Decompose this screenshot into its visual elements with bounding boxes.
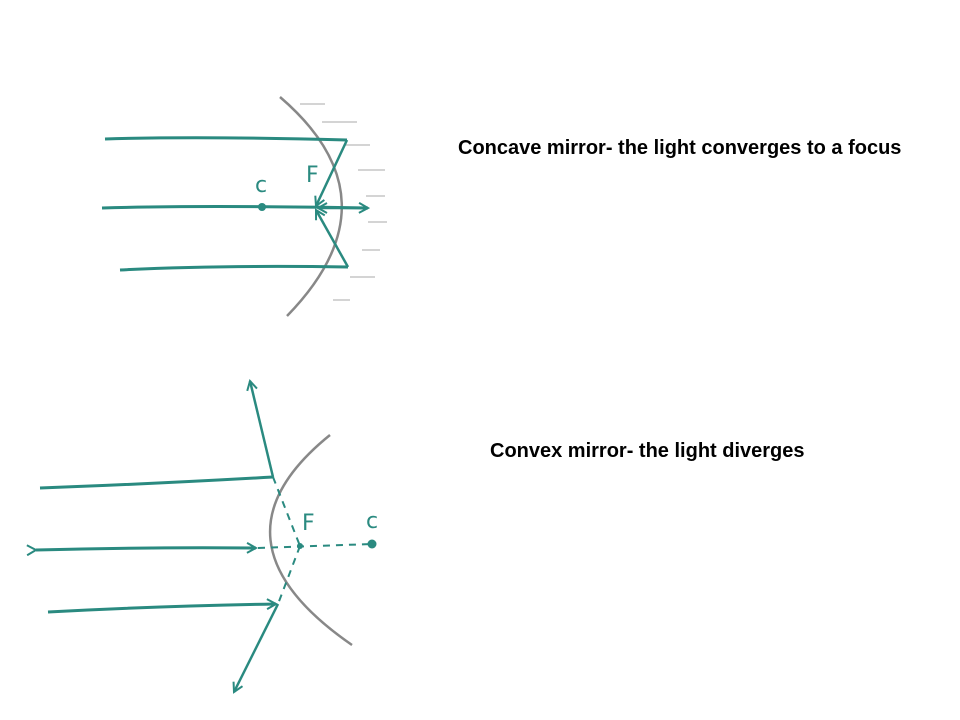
concave-mirror-diagram: c F	[101, 96, 387, 317]
virtual-ray-extensions	[257, 476, 373, 605]
focus-label: F	[306, 163, 319, 188]
reflected-rays	[234, 381, 280, 692]
center-point	[367, 539, 377, 549]
center-point	[258, 203, 266, 211]
incident-rays	[36, 475, 276, 614]
focus-point	[297, 543, 303, 549]
convex-mirror-diagram: F c	[36, 381, 378, 692]
concave-mirror-surface	[279, 96, 344, 317]
convex-mirror-surface	[268, 434, 353, 647]
mirror-hatching	[300, 103, 387, 301]
concave-caption: Concave mirror- the light converges to a…	[458, 137, 902, 159]
focus-label: F	[302, 511, 315, 536]
center-label: c	[255, 173, 267, 198]
incident-rays	[101, 136, 368, 272]
reflected-rays	[316, 139, 368, 268]
convex-caption: Convex mirror- the light diverges	[490, 440, 805, 462]
center-label: c	[366, 509, 378, 534]
